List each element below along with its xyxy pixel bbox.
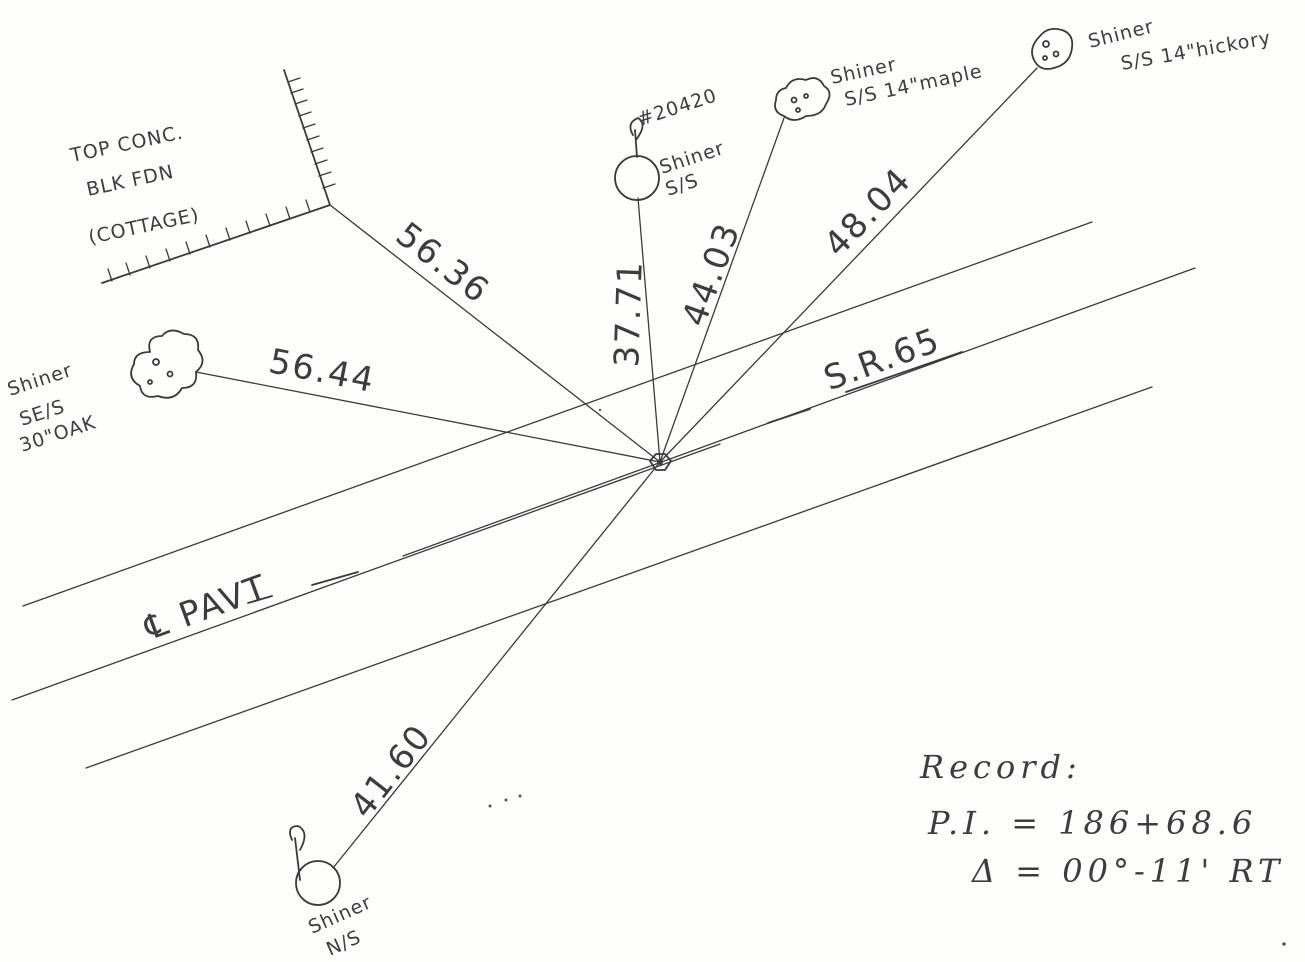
distance-south: 41.60 [343,717,441,826]
foundation-note-line1: TOP CONC. [67,122,185,168]
foundation-note-line2: BLK FDN [84,161,176,201]
centerline-label: ℄ PAVT [138,567,273,649]
road-edge-bottom [85,386,1153,769]
tie-lines [195,67,1038,869]
maple-note: Shiner S/S 14"maple [828,53,984,110]
record-block: Record: P.I. = 186+68.6 Δ = 00°-11' RT [919,748,1284,890]
tie-line-foundation [329,204,661,463]
pi-point-symbol [649,453,672,471]
maple-tree-symbol [774,77,831,121]
foundation-note: TOP CONC. BLK FDN (COTTAGE) [67,122,201,249]
route-label-group: S.R.65 [819,320,963,399]
pencil-specks [488,408,1286,946]
route-label: S.R.65 [819,320,946,399]
oak-note: Shiner SE/S 30"OAK [5,359,99,457]
record-pi: P.I. = 186+68.6 [927,804,1257,842]
tie-line-hickory [659,67,1038,463]
tie-line-south [332,461,661,869]
centerline-label-group: ℄ PAVT [138,567,359,649]
oak-note-line1: Shiner [5,359,75,401]
road-lines [11,221,1196,769]
record-delta: Δ = 00°-11' RT [970,852,1284,890]
distance-maple: 44.03 [675,217,749,332]
hickory-note-line1: Shiner [1086,15,1156,53]
distance-oak: 56.44 [266,341,379,401]
distance-hickory: 48.04 [816,160,919,265]
road-centerline-left [11,443,721,701]
road-edge-top [22,221,1093,607]
hickory-note: Shiner S/S 14"hickory [1086,15,1273,75]
tie-line-monument [637,197,661,463]
tie-line-maple [659,117,785,463]
hickory-tree-symbol [1031,27,1074,70]
monument-symbol [614,117,660,201]
monument-note: #20420 Shiner S/S [635,84,727,200]
record-heading: Record: [919,748,1082,786]
south-marker-note: Shiner N/S [305,891,375,960]
south-marker-note-line1: Shiner [305,891,375,938]
foundation-note-line3: (COTTAGE) [86,204,201,249]
road-centerline-right [402,267,1196,557]
south-marker-symbol [289,825,341,906]
oak-tree-symbol [130,329,204,399]
tie-line-oak [195,371,661,463]
monument-number: #20420 [635,84,720,130]
distance-monument: 37.71 [607,259,651,368]
